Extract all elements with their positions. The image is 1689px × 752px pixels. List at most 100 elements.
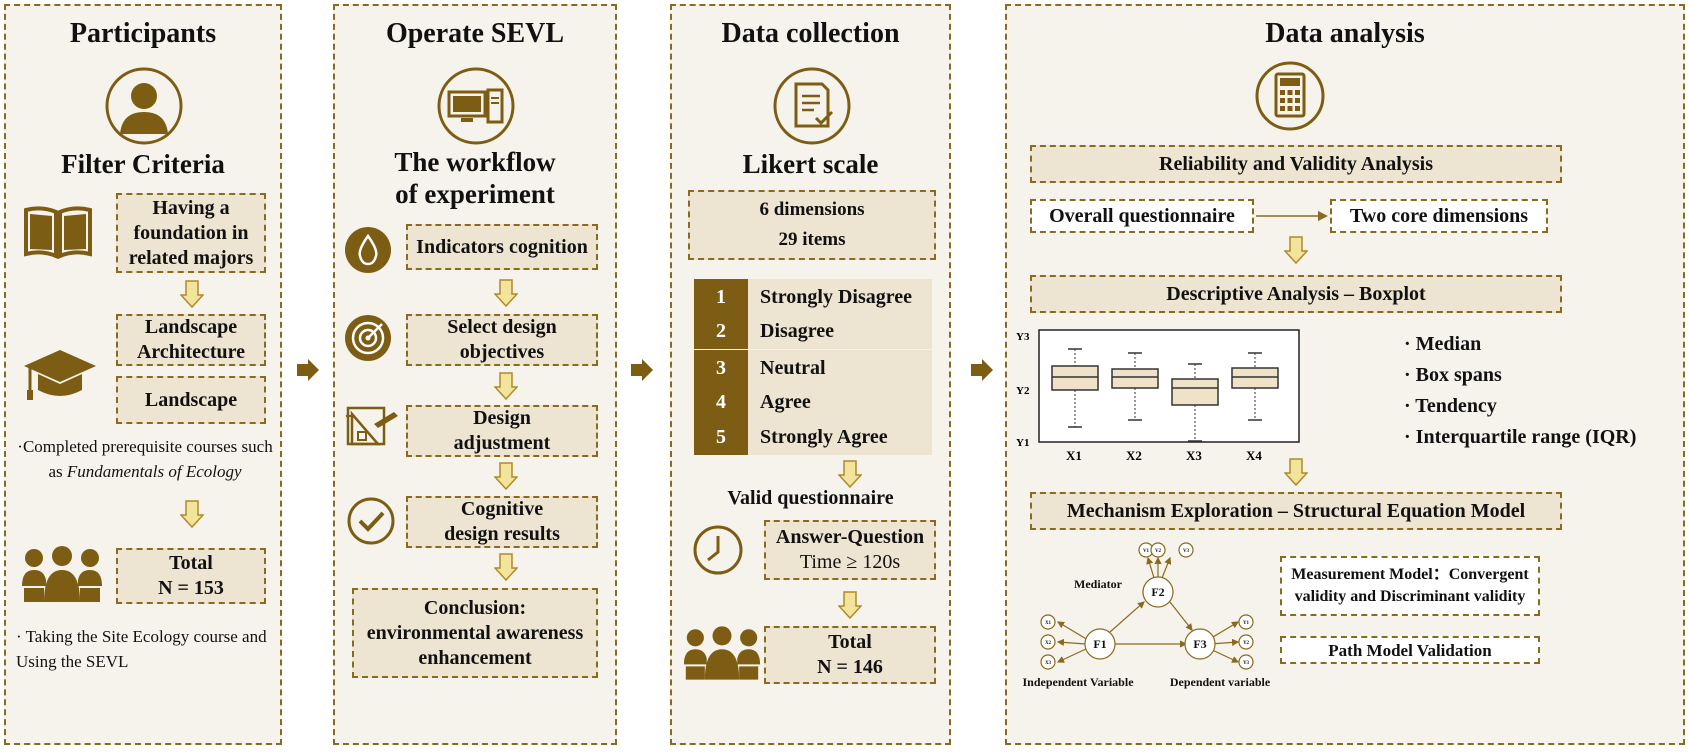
total-value: N = 146 [817,656,883,678]
sem-f3: F3 [1193,637,1206,651]
criteria-landscape-box: Landscape [116,376,266,424]
sem-v: V2 [1155,549,1162,554]
boxplot-y-label: Y2 [1016,385,1030,397]
likert-label: Neutral [748,350,932,386]
boxplot-x-label: X4 [1246,448,1262,463]
boxplot-y-label: Y3 [1016,331,1030,343]
likert-label: Disagree [748,313,932,349]
bullet-tendency: · Tendency [1404,395,1497,417]
step-cognitive-design-results: Cognitive design results [406,496,598,548]
likert-scale-heading: Likert scale [742,149,879,179]
likert-label: Strongly Disagree [748,279,932,315]
computer-icon [437,67,515,145]
boxplot-x-label: X1 [1066,448,1082,463]
participants-total-box: Total N = 153 [116,548,266,604]
conclusion-box: Conclusion: environmental awareness enha… [352,588,598,678]
collection-title: Data collection [721,18,900,49]
sem-independent-label: Independent Variable [1022,675,1134,689]
total-label: Total [169,552,213,574]
boxplot-box [1051,348,1099,428]
sem-f1: F1 [1093,637,1106,651]
flow-arrow-icon [297,359,319,381]
likert-number: 4 [694,384,748,420]
workflow-heading-line2: of experiment [395,179,555,209]
criteria-landscape-architecture-box: Landscape Architecture [116,314,266,366]
total-label: Total [828,631,872,653]
sem-y: Y3 [1243,661,1250,666]
likert-label: Agree [748,384,932,420]
collection-total-box: Total N = 146 [764,626,936,684]
boxplot-y-label: Y1 [1016,437,1029,449]
calculator-icon [1255,61,1325,131]
valid-questionnaire-label: Valid questionnaire [727,487,894,509]
sem-x: X1 [1045,621,1052,626]
arrow-down-icon [180,280,204,308]
clock-icon [693,525,743,575]
sem-mediator-label: Mediator [1074,577,1123,591]
likert-number: 1 [694,279,748,315]
workflow-heading: The workflow of experiment [333,146,617,210]
graduation-cap-icon [24,350,96,400]
workflow-heading-line1: The workflow [394,147,556,177]
arrow-down-icon [494,553,518,581]
group-icon [683,626,761,680]
arrow-down-icon [838,460,862,488]
likert-number: 3 [694,350,748,386]
design-tools-icon [346,406,398,446]
arrow-down-icon [494,372,518,400]
criteria-foundation-box: Having a foundation in related majors [116,193,266,273]
two-core-dimensions-box: Two core dimensions [1330,199,1548,233]
target-icon [345,315,391,361]
sem-v: V3 [1183,549,1190,554]
course-note: · Taking the Site Ecology course and Usi… [16,627,267,671]
bullet-median: · Median [1404,333,1482,355]
sem-v: V1 [1143,549,1150,554]
step-design-adjustment: Design adjustment [406,405,598,457]
sem-dependent-label: Dependent variable [1170,675,1271,689]
arrow-down-icon [1284,458,1308,486]
bullet-iqr: · Interquartile range (IQR) [1404,426,1637,448]
sem-x: X3 [1045,661,1052,666]
boxplot-x-label: X3 [1186,448,1202,463]
likert-row: 2 Disagree [694,313,932,349]
sem-y: Y2 [1243,641,1250,646]
step-select-design-objectives: Select design objectives [406,314,598,366]
answer-time-line1: Answer-Question [775,526,925,548]
sem-x: X2 [1045,641,1052,646]
water-drop-icon [345,227,391,273]
boxplot-box [1171,363,1219,442]
bullet-box-spans: · Box spans [1404,364,1502,386]
likert-row: 5 Strongly Agree [694,419,932,455]
flow-arrow-icon [631,359,653,381]
likert-row: 1 Strongly Disagree [694,279,932,315]
prerequisite-note-text: ·Completed prerequisite courses such as [17,437,273,481]
likert-number: 5 [694,419,748,455]
sem-y: Y1 [1243,621,1250,626]
operate-title: Operate SEVL [385,18,565,49]
flow-arrow-icon [971,359,993,381]
prerequisite-note: ·Completed prerequisite courses such as … [14,434,276,484]
likert-row: 3 Neutral [694,350,932,386]
arrow-right-icon [1256,211,1328,221]
participants-title: Participants [69,18,217,49]
overall-questionnaire-box: Overall questionnaire [1030,199,1254,233]
arrow-down-icon [494,462,518,490]
person-icon [105,67,183,145]
answer-time-line2: Time ≥ 120s [799,551,901,573]
dimensions-box: 6 dimensions 29 items [688,190,936,260]
boxplot-box [1231,352,1279,421]
boxplot-x-label: X2 [1126,448,1142,463]
items-count: 29 items [778,229,846,250]
likert-number: 2 [694,313,748,349]
arrow-down-icon [494,279,518,307]
check-circle-icon [347,497,395,545]
boxplot-box [1111,352,1159,421]
path-model-validation-box: Path Model Validation [1280,636,1540,664]
analysis-title: Data analysis [1265,18,1425,49]
sem-diagram: F1 F2 F3 V1 V2 V3 X1 X2 X3 Y1 Y2 Y3 Medi… [1022,542,1271,689]
dimensions-count: 6 dimensions [759,199,865,220]
step-indicators-cognition: Indicators cognition [406,224,598,270]
group-icon [22,546,102,602]
measurement-model-box: Measurement Model：Convergent validity an… [1280,556,1540,616]
descriptive-analysis-box: Descriptive Analysis – Boxplot [1030,275,1562,313]
